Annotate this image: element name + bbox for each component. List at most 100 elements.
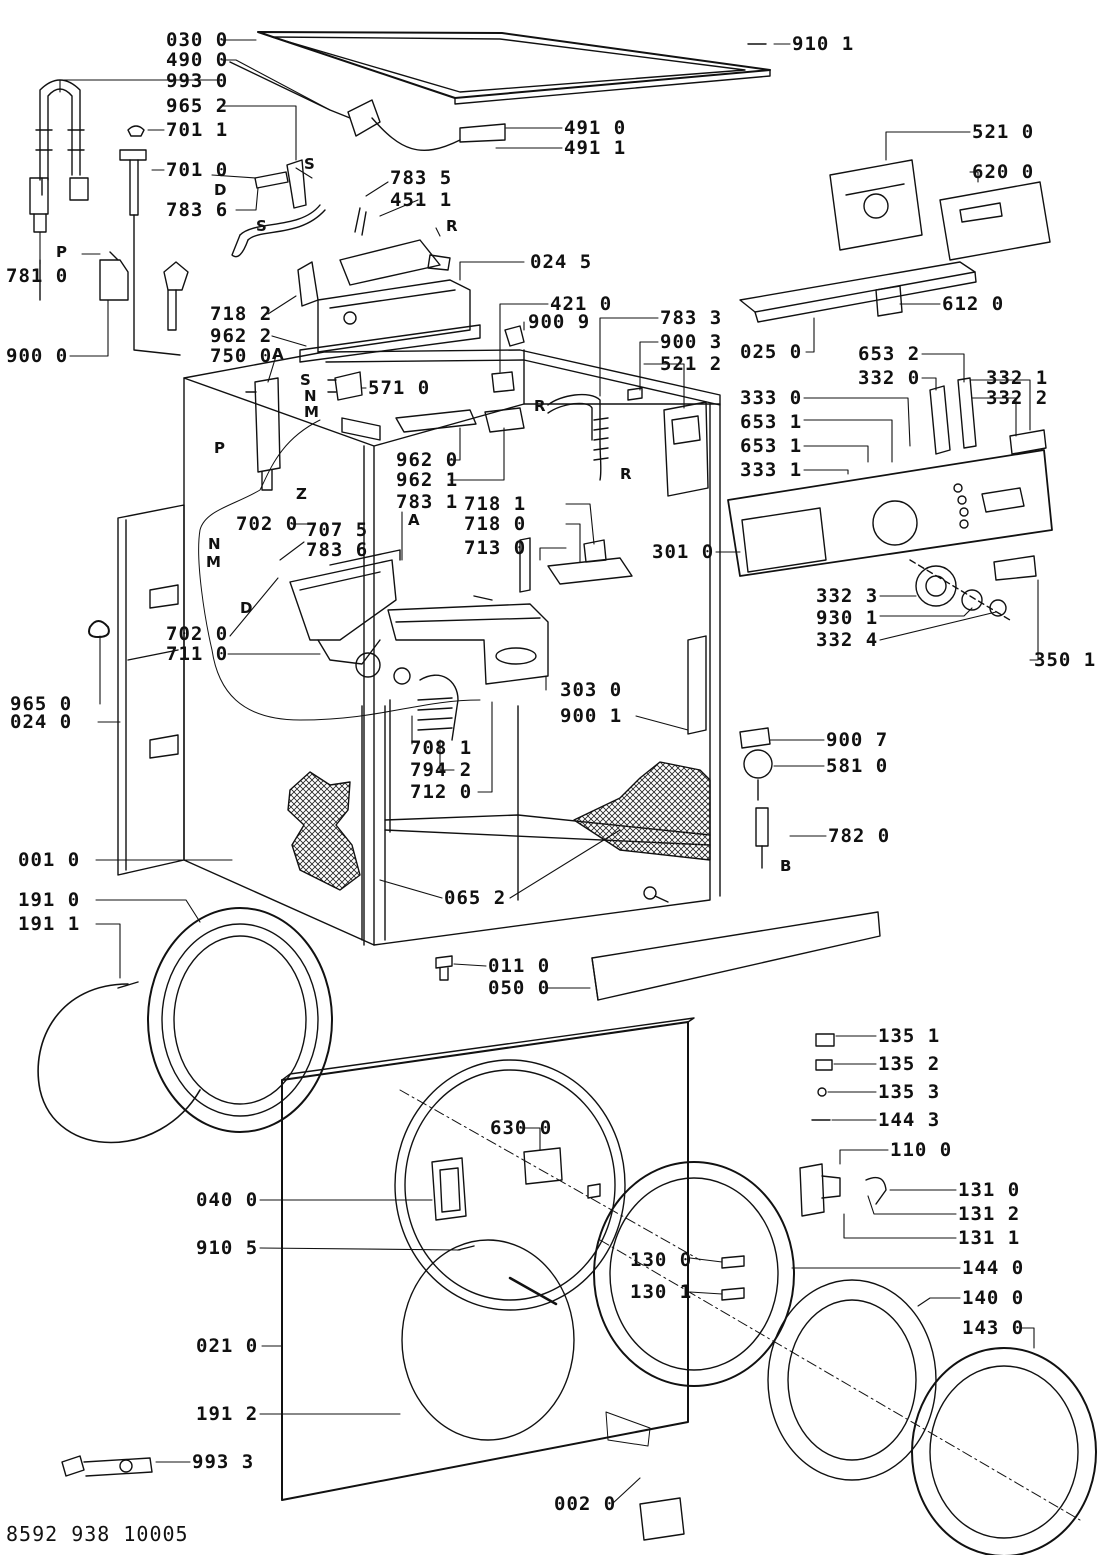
part-label-900-7[interactable]: 900 7 [826, 729, 889, 751]
connector-letter-p: P [214, 439, 225, 457]
part-label-701-1[interactable]: 701 1 [166, 119, 229, 141]
part-label-620-0[interactable]: 620 0 [972, 161, 1035, 183]
part-label-783-6-mid[interactable]: 783 6 [306, 539, 369, 561]
part-label-993-0[interactable]: 993 0 [166, 70, 229, 92]
part-label-612-0[interactable]: 612 0 [942, 293, 1005, 315]
part-label-571-0[interactable]: 571 0 [368, 377, 431, 399]
part-label-191-0[interactable]: 191 0 [18, 889, 81, 911]
part-label-451-1[interactable]: 451 1 [390, 189, 453, 211]
part-label-144-0[interactable]: 144 0 [962, 1257, 1025, 1279]
part-label-900-0[interactable]: 900 0 [6, 345, 69, 367]
display-board-part-6200 [939, 181, 1051, 261]
part-label-993-3[interactable]: 993 3 [192, 1451, 255, 1473]
part-label-110-0[interactable]: 110 0 [890, 1139, 953, 1161]
part-label-131-1[interactable]: 131 1 [958, 1227, 1021, 1249]
cover-part-0020 [639, 1497, 685, 1541]
part-label-910-1[interactable]: 910 1 [792, 33, 855, 55]
part-label-783-5[interactable]: 783 5 [390, 167, 453, 189]
part-label-653-1-top[interactable]: 653 1 [740, 411, 803, 433]
door-glass-part [767, 1279, 937, 1481]
part-label-025-0[interactable]: 025 0 [740, 341, 803, 363]
part-label-707-5[interactable]: 707 5 [306, 519, 369, 541]
part-label-332-3[interactable]: 332 3 [816, 585, 879, 607]
part-label-783-3[interactable]: 783 3 [660, 307, 723, 329]
part-label-130-0[interactable]: 130 0 [630, 1249, 693, 1271]
part-label-702-0-bottom[interactable]: 702 0 [166, 623, 229, 645]
part-label-708-1[interactable]: 708 1 [410, 737, 473, 759]
part-label-191-2[interactable]: 191 2 [196, 1403, 259, 1425]
part-label-011-0[interactable]: 011 0 [488, 955, 551, 977]
part-label-332-2[interactable]: 332 2 [986, 387, 1049, 409]
part-label-002-0[interactable]: 002 0 [554, 1493, 617, 1515]
part-label-900-1[interactable]: 900 1 [560, 705, 623, 727]
part-label-581-0[interactable]: 581 0 [826, 755, 889, 777]
part-label-303-0[interactable]: 303 0 [560, 679, 623, 701]
part-label-065-2[interactable]: 065 2 [444, 887, 507, 909]
part-label-962-2[interactable]: 962 2 [210, 325, 273, 347]
part-label-144-3[interactable]: 144 3 [878, 1109, 941, 1131]
part-label-131-0[interactable]: 131 0 [958, 1179, 1021, 1201]
part-label-490-0[interactable]: 490 0 [166, 49, 229, 71]
bellows-hose-part [393, 667, 459, 741]
back-panel-part [88, 504, 185, 876]
part-label-332-0[interactable]: 332 0 [858, 367, 921, 389]
part-label-783-6-top[interactable]: 783 6 [166, 199, 229, 221]
part-label-491-0[interactable]: 491 0 [564, 117, 627, 139]
part-label-718-2[interactable]: 718 2 [210, 303, 273, 325]
part-label-135-1[interactable]: 135 1 [878, 1025, 941, 1047]
part-label-143-0[interactable]: 143 0 [962, 1317, 1025, 1339]
part-label-962-1[interactable]: 962 1 [396, 469, 459, 491]
part-label-301-0[interactable]: 301 0 [652, 541, 715, 563]
part-label-782-0[interactable]: 782 0 [828, 825, 891, 847]
part-label-965-2[interactable]: 965 2 [166, 95, 229, 117]
part-label-135-3[interactable]: 135 3 [878, 1081, 941, 1103]
part-label-910-5[interactable]: 910 5 [196, 1237, 259, 1259]
part-label-040-0[interactable]: 040 0 [196, 1189, 259, 1211]
part-label-332-4[interactable]: 332 4 [816, 629, 879, 651]
lock-part-9001 [687, 635, 707, 735]
part-label-024-5[interactable]: 024 5 [530, 251, 593, 273]
part-label-350-1[interactable]: 350 1 [1034, 649, 1097, 671]
part-label-750-0[interactable]: 750 0 [210, 345, 273, 367]
part-label-333-0[interactable]: 333 0 [740, 387, 803, 409]
front-panel-part [281, 1017, 701, 1501]
part-label-135-2[interactable]: 135 2 [878, 1053, 941, 1075]
part-label-930-1[interactable]: 930 1 [816, 607, 879, 629]
part-label-521-0[interactable]: 521 0 [972, 121, 1035, 143]
part-label-701-0[interactable]: 701 0 [166, 159, 229, 181]
hose-part-7833 [547, 393, 609, 481]
part-label-130-1[interactable]: 130 1 [630, 1281, 693, 1303]
part-label-140-0[interactable]: 140 0 [962, 1287, 1025, 1309]
part-label-521-2[interactable]: 521 2 [660, 353, 723, 375]
part-label-630-0[interactable]: 630 0 [490, 1117, 553, 1139]
part-label-050-0[interactable]: 050 0 [488, 977, 551, 999]
part-label-030-0[interactable]: 030 0 [166, 29, 229, 51]
part-label-962-0[interactable]: 962 0 [396, 449, 459, 471]
pressure-switch-part [739, 727, 773, 801]
part-label-900-3[interactable]: 900 3 [660, 331, 723, 353]
part-label-333-1[interactable]: 333 1 [740, 459, 803, 481]
connector-letter-r: R [620, 465, 632, 483]
part-label-718-0[interactable]: 718 0 [464, 513, 527, 535]
part-label-702-0-top[interactable]: 702 0 [236, 513, 299, 535]
part-label-653-1-bottom[interactable]: 653 1 [740, 435, 803, 457]
part-label-713-0[interactable]: 713 0 [464, 537, 527, 559]
part-label-021-0[interactable]: 021 0 [196, 1335, 259, 1357]
part-label-131-2[interactable]: 131 2 [958, 1203, 1021, 1225]
spring-part-7130 [473, 595, 493, 601]
part-label-900-9[interactable]: 900 9 [528, 311, 591, 333]
part-label-965-0[interactable]: 965 0 [10, 693, 73, 715]
part-label-491-1[interactable]: 491 1 [564, 137, 627, 159]
part-label-001-0[interactable]: 001 0 [18, 849, 81, 871]
part-label-794-2[interactable]: 794 2 [410, 759, 473, 781]
part-label-718-1[interactable]: 718 1 [464, 493, 527, 515]
part-label-712-0[interactable]: 712 0 [410, 781, 473, 803]
part-label-781-0[interactable]: 781 0 [6, 265, 69, 287]
part-label-421-0[interactable]: 421 0 [550, 293, 613, 315]
part-label-191-1[interactable]: 191 1 [18, 913, 81, 935]
part-label-711-0[interactable]: 711 0 [166, 643, 229, 665]
part-label-783-1[interactable]: 783 1 [396, 491, 459, 513]
part-label-024-0[interactable]: 024 0 [10, 711, 73, 733]
part-label-332-1[interactable]: 332 1 [986, 367, 1049, 389]
part-label-653-2[interactable]: 653 2 [858, 343, 921, 365]
